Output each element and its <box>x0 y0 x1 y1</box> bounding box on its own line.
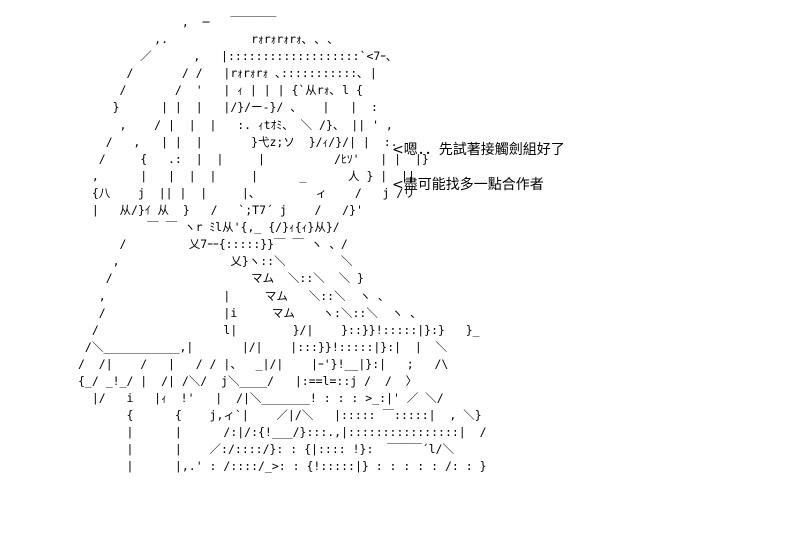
dialog-line-2: <盡可能找多一點合作者 <box>392 177 544 193</box>
ascii-art-figure: , ─ ￣￣￣￣ ,. rｫrｫrｫrｫ､ ､ 、 ／ , |:::::::::… <box>78 15 487 474</box>
dialog-line-1: <嗯．．先試著接觸劍組好了 <box>392 142 565 158</box>
